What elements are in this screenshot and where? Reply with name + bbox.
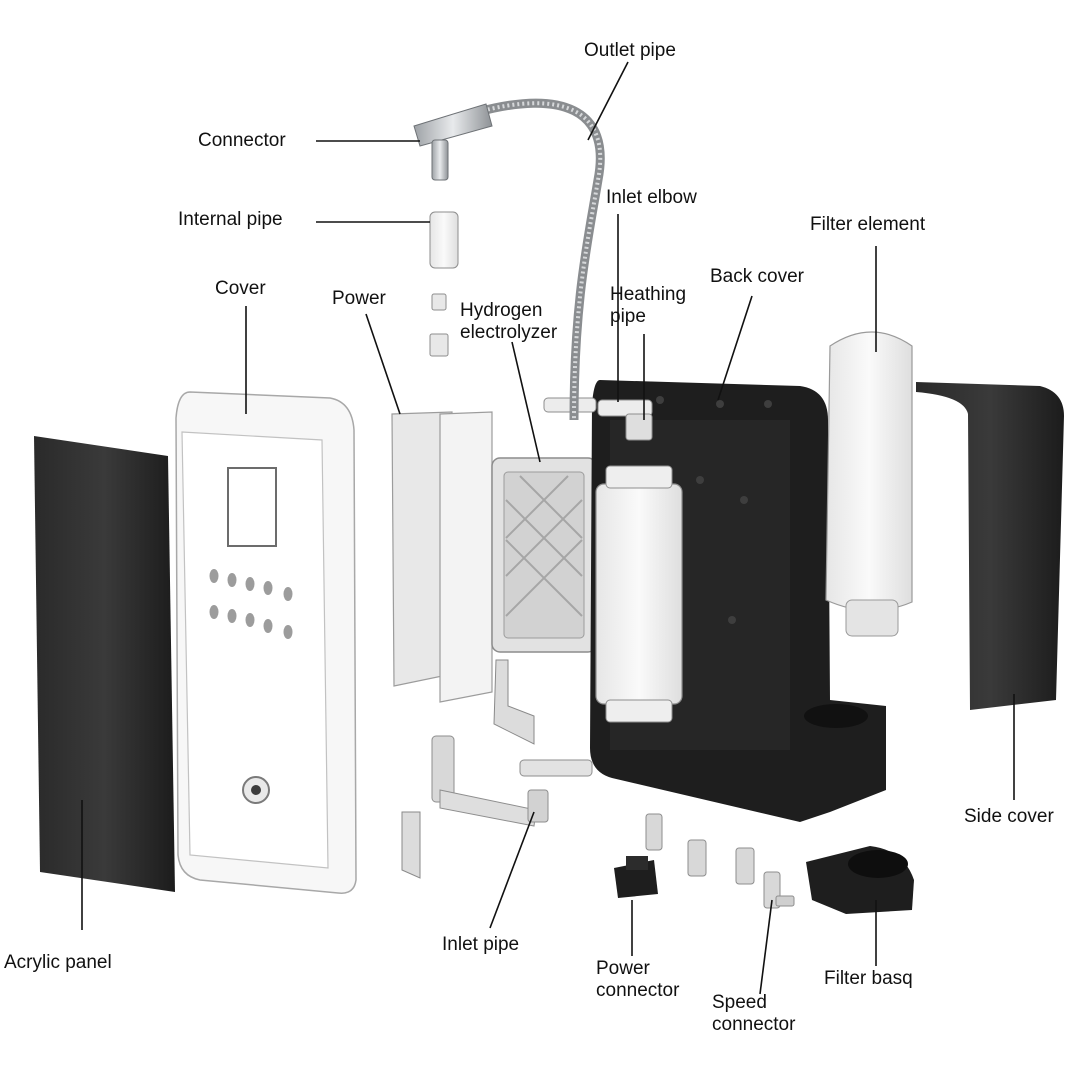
label-back-cover: Back cover — [710, 266, 804, 287]
label-filter-element: Filter element — [810, 214, 926, 235]
leader-back-cover — [717, 295, 753, 401]
leader-hydrogen-electrolyzer — [511, 341, 541, 463]
filter-basq-part — [806, 846, 914, 914]
leader-inlet-pipe — [489, 811, 535, 929]
label-power-connector: Power connector — [596, 958, 680, 1001]
hydrogen-electrolyzer-part — [491, 457, 597, 653]
heating-cartridge-part — [595, 465, 683, 723]
internal-pipe-part — [429, 211, 459, 357]
display-window — [227, 467, 277, 547]
leader-power — [365, 313, 401, 415]
small-bracket-part — [401, 811, 421, 879]
inlet-pipe-part — [431, 735, 593, 827]
label-filter-basq: Filter basq — [824, 968, 913, 989]
label-cover: Cover — [215, 278, 266, 299]
label-connector: Connector — [198, 130, 286, 151]
label-inlet-elbow: Inlet elbow — [606, 187, 697, 208]
filter-element-part — [825, 331, 913, 637]
label-acrylic-panel: Acrylic panel — [4, 952, 112, 973]
label-heathing-pipe: Heathing pipe — [610, 284, 687, 327]
outlet-pipe-part — [476, 98, 605, 421]
connector-part — [413, 103, 493, 181]
side-cover-part — [916, 382, 1064, 710]
cover-part — [175, 391, 357, 894]
power-connector-part — [614, 856, 658, 898]
back-cover-screws — [656, 396, 772, 624]
mounting-bracket-part — [493, 659, 535, 745]
speed-connector-part — [763, 871, 795, 909]
leader-outlet-pipe — [587, 61, 629, 141]
fitting-parts — [645, 813, 755, 885]
leader-lines — [81, 61, 1015, 995]
label-inlet-pipe: Inlet pipe — [442, 934, 520, 955]
label-outlet-pipe: Outlet pipe — [584, 40, 676, 61]
label-hydrogen-electrolyzer: Hydrogen electrolyzer — [460, 300, 558, 343]
power-part — [391, 411, 493, 703]
label-internal-pipe: Internal pipe — [178, 209, 283, 230]
button-holes — [209, 569, 293, 639]
leader-speed-connector — [759, 899, 773, 995]
label-side-cover: Side cover — [964, 806, 1054, 827]
label-power: Power — [332, 288, 386, 309]
label-speed-connector: Speed connector — [712, 992, 796, 1035]
acrylic-panel-part — [34, 436, 175, 892]
